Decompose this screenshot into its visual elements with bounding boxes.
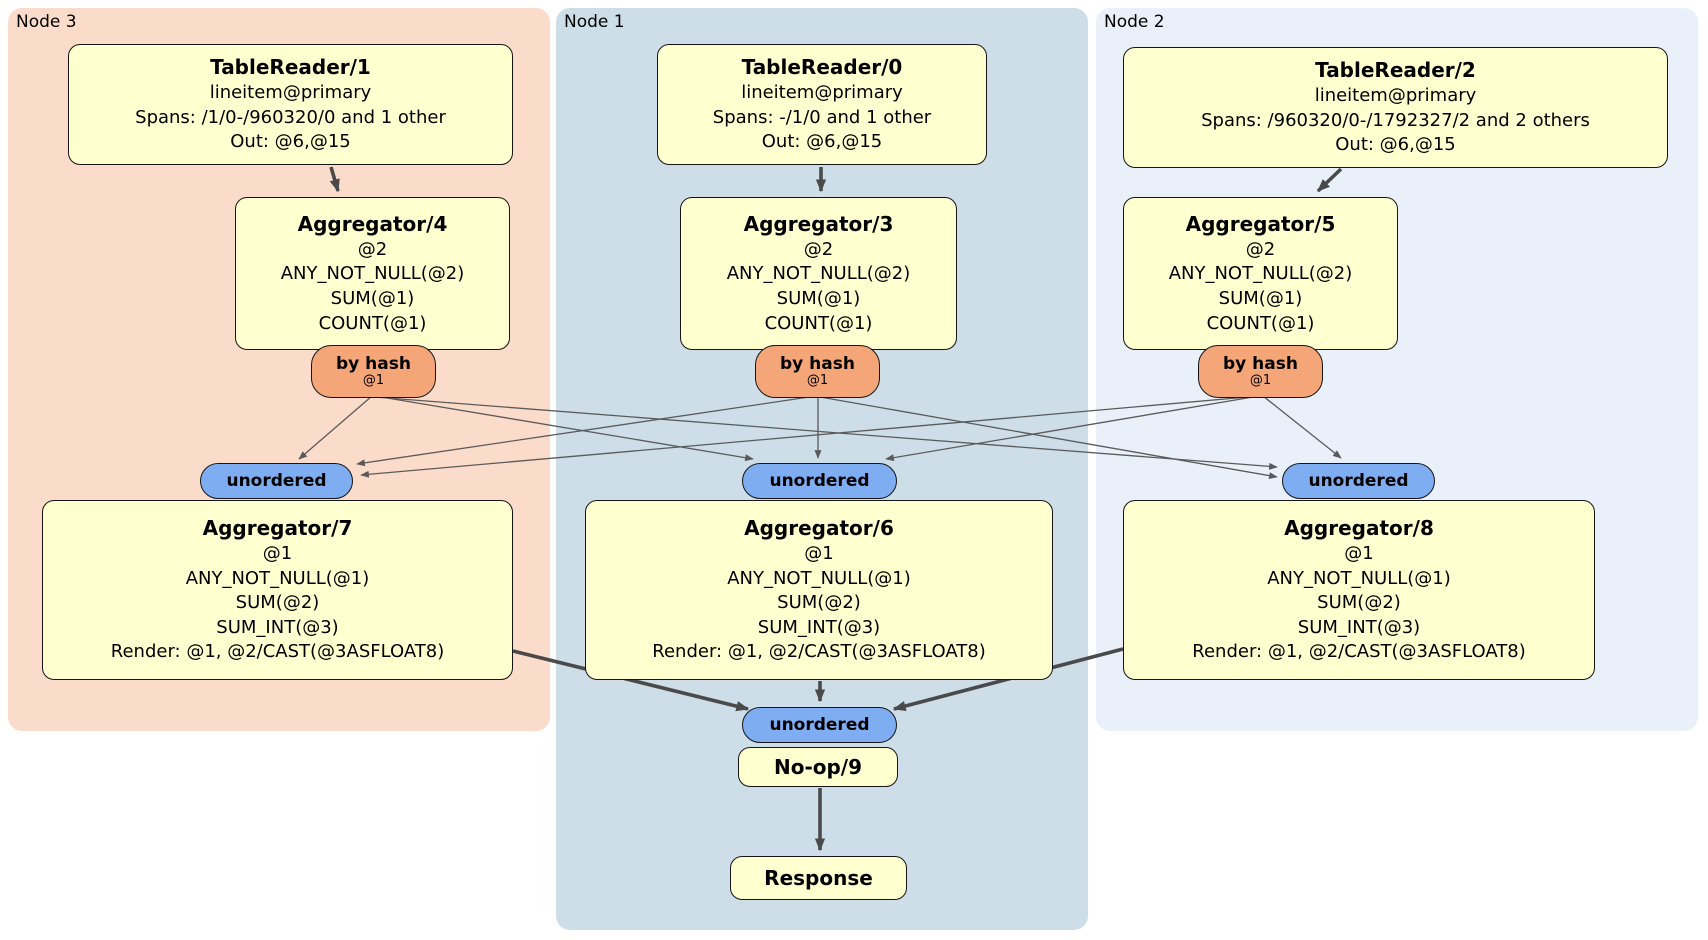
box-out-line: Out: @6,@15 bbox=[230, 131, 351, 153]
router-key: @1 bbox=[1249, 372, 1272, 388]
box-agg-fn-line: ANY_NOT_NULL(@2) bbox=[280, 263, 465, 285]
box-render-line: Render: @1, @2/CAST(@3ASFLOAT8) bbox=[110, 641, 445, 663]
box-group-line: @1 bbox=[1344, 542, 1374, 564]
box-title: Response bbox=[764, 865, 873, 890]
box-index-line: lineitem@primary bbox=[209, 82, 372, 104]
box-title: TableReader/2 bbox=[1315, 58, 1476, 83]
edge-hash4-sync8 bbox=[374, 396, 1278, 470]
box-spans-line: Spans: /1/0-/960320/0 and 1 other bbox=[135, 106, 446, 128]
box-title: Aggregator/4 bbox=[297, 211, 448, 236]
sync-label: unordered bbox=[769, 714, 870, 735]
box-agg-fn-line: COUNT(@1) bbox=[764, 312, 873, 334]
box-tablereader-2: TableReader/2 lineitem@primary Spans: /9… bbox=[1123, 47, 1668, 168]
router-key: @1 bbox=[806, 372, 829, 388]
box-noop-9: No-op/9 bbox=[738, 747, 898, 787]
box-aggregator-8: Aggregator/8 @1 ANY_NOT_NULL(@1) SUM(@2)… bbox=[1123, 500, 1595, 680]
box-agg-fn-line: ANY_NOT_NULL(@1) bbox=[727, 567, 911, 589]
sync-unordered-final: unordered bbox=[742, 707, 897, 743]
sync-label: unordered bbox=[226, 470, 327, 491]
router-by-hash-5: by hash @1 bbox=[1198, 345, 1323, 398]
edge-hash3-sync8 bbox=[819, 396, 1278, 480]
box-agg-fn-line: SUM_INT(@3) bbox=[1297, 616, 1421, 638]
sync-unordered-6: unordered bbox=[742, 463, 897, 499]
box-out-line: Out: @6,@15 bbox=[761, 131, 883, 153]
box-group-line: @2 bbox=[357, 238, 388, 260]
box-response: Response bbox=[730, 856, 907, 900]
box-group-line: @2 bbox=[803, 238, 834, 260]
box-group-line: @1 bbox=[262, 542, 293, 564]
sync-label: unordered bbox=[1308, 470, 1409, 491]
box-render-line: Render: @1, @2/CAST(@3ASFLOAT8) bbox=[652, 641, 986, 663]
router-by-hash-3: by hash @1 bbox=[755, 345, 880, 398]
box-title: Aggregator/5 bbox=[1185, 211, 1336, 236]
node2-label: Node 2 bbox=[1104, 12, 1165, 32]
sync-unordered-8: unordered bbox=[1282, 463, 1435, 499]
edge-hash4-sync7 bbox=[298, 395, 373, 460]
box-title: Aggregator/6 bbox=[744, 515, 894, 540]
sync-label: unordered bbox=[769, 470, 870, 491]
box-tablereader-1: TableReader/1 lineitem@primary Spans: /1… bbox=[68, 44, 513, 165]
box-agg-fn-line: SUM(@2) bbox=[777, 592, 861, 614]
box-aggregator-7: Aggregator/7 @1 ANY_NOT_NULL(@1) SUM(@2)… bbox=[42, 500, 513, 680]
box-agg-fn-line: ANY_NOT_NULL(@1) bbox=[1267, 567, 1451, 589]
box-agg-fn-line: SUM_INT(@3) bbox=[757, 616, 881, 638]
box-spans-line: Spans: -/1/0 and 1 other bbox=[712, 106, 932, 128]
edge-tr1-agg4 bbox=[329, 166, 340, 193]
box-agg-fn-line: SUM(@2) bbox=[1317, 592, 1401, 614]
box-title: No-op/9 bbox=[773, 754, 863, 779]
box-agg-fn-line: SUM(@1) bbox=[330, 288, 415, 309]
router-key: @1 bbox=[362, 372, 385, 388]
box-agg-fn-line: ANY_NOT_NULL(@1) bbox=[185, 567, 370, 589]
box-agg-fn-line: ANY_NOT_NULL(@2) bbox=[726, 263, 911, 285]
box-group-line: @2 bbox=[1245, 238, 1276, 260]
box-agg-fn-line: COUNT(@1) bbox=[318, 312, 427, 334]
edge-tr2-agg5 bbox=[1316, 167, 1343, 193]
router-label: by hash bbox=[780, 354, 855, 374]
box-aggregator-3: Aggregator/3 @2 ANY_NOT_NULL(@2) SUM(@1)… bbox=[680, 197, 957, 350]
edge-hash4-sync6 bbox=[374, 395, 754, 462]
box-agg-fn-line: COUNT(@1) bbox=[1206, 312, 1315, 334]
node3-label: Node 3 bbox=[16, 12, 77, 32]
edge-hash5-sync8 bbox=[1262, 395, 1342, 459]
box-aggregator-4: Aggregator/4 @2 ANY_NOT_NULL(@2) SUM(@1)… bbox=[235, 197, 510, 350]
box-render-line: Render: @1, @2/CAST(@3ASFLOAT8) bbox=[1192, 641, 1526, 663]
box-agg-fn-line: SUM(@1) bbox=[1218, 288, 1303, 309]
box-group-line: @1 bbox=[804, 542, 834, 564]
router-label: by hash bbox=[336, 354, 411, 374]
box-aggregator-6: Aggregator/6 @1 ANY_NOT_NULL(@1) SUM(@2)… bbox=[585, 500, 1053, 680]
box-index-line: lineitem@primary bbox=[741, 82, 903, 104]
router-by-hash-4: by hash @1 bbox=[311, 345, 436, 398]
box-title: Aggregator/8 bbox=[1284, 515, 1434, 540]
edge-hash5-sync7 bbox=[360, 395, 1260, 478]
edge-hash3-sync7 bbox=[356, 395, 817, 467]
box-aggregator-5: Aggregator/5 @2 ANY_NOT_NULL(@2) SUM(@1)… bbox=[1123, 197, 1398, 350]
box-agg-fn-line: SUM_INT(@3) bbox=[216, 616, 339, 638]
edge-agg7-sync bbox=[512, 649, 750, 712]
box-title: Aggregator/7 bbox=[202, 515, 353, 540]
box-tablereader-0: TableReader/0 lineitem@primary Spans: -/… bbox=[657, 44, 987, 165]
box-agg-fn-line: SUM(@1) bbox=[776, 288, 861, 309]
box-title: TableReader/0 bbox=[741, 55, 903, 80]
box-spans-line: Spans: /960320/0-/1792327/2 and 2 others bbox=[1201, 109, 1590, 131]
box-title: TableReader/1 bbox=[210, 55, 371, 80]
box-out-line: Out: @6,@15 bbox=[1335, 134, 1456, 156]
box-title: Aggregator/3 bbox=[743, 211, 894, 236]
sync-unordered-7: unordered bbox=[200, 463, 353, 499]
edge-hash5-sync6 bbox=[885, 395, 1260, 462]
box-agg-fn-line: SUM(@2) bbox=[235, 592, 320, 614]
node1-label: Node 1 bbox=[564, 12, 625, 32]
box-agg-fn-line: ANY_NOT_NULL(@2) bbox=[1168, 263, 1353, 285]
router-label: by hash bbox=[1223, 354, 1298, 374]
box-index-line: lineitem@primary bbox=[1314, 85, 1477, 107]
